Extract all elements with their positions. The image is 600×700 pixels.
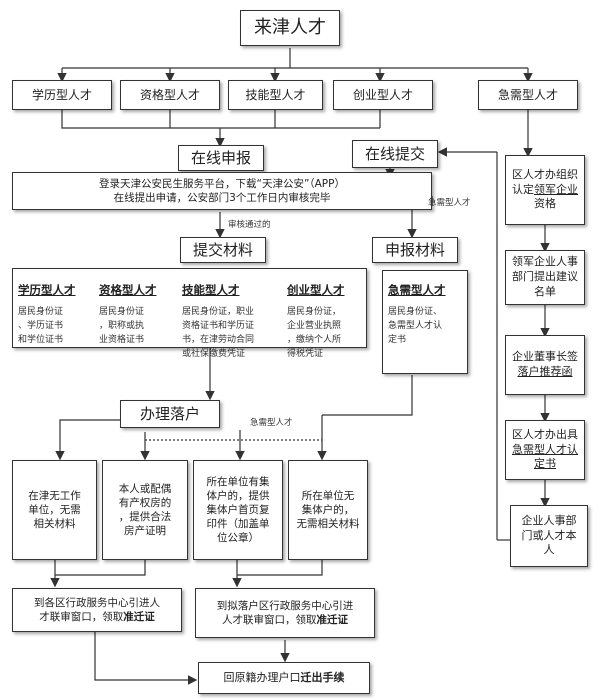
material-academic-body: 居民身份证 、学历证书 和学位证书	[18, 307, 64, 345]
type-entrepreneur-box: 创业型人才	[333, 80, 433, 110]
apply-desc-line1: 登录天津公安民生服务平台，下载“天津公安”（APP）	[99, 177, 345, 190]
material-entrepreneur-title: 创业型人才	[287, 283, 345, 297]
type-entrepreneur-label: 创业型人才	[352, 87, 413, 102]
report-materials-label: 申报材料	[384, 240, 445, 259]
report-materials-box: 申报材料	[372, 237, 458, 263]
material-academic: 学历型人才 居民身份证 、学历证书 和学位证书	[16, 280, 96, 350]
material-skill-body: 居民身份证，职业 资格证书和学历证 书，在津劳动合同 或社保缴费凭证	[182, 307, 255, 359]
submit-materials-box: 提交材料	[180, 237, 266, 263]
material-urgent-title: 急需型人才	[388, 283, 446, 297]
title-text: 来津人才	[254, 16, 326, 38]
type-academic-label: 学历型人才	[31, 87, 92, 102]
type-urgent-label: 急需型人才	[497, 87, 558, 102]
material-qualification: 资格型人才 居民身份证 ，职称或执 业资格证书	[97, 280, 177, 350]
type-academic-box: 学历型人才	[12, 80, 112, 110]
type-qualification-label: 资格型人才	[139, 87, 200, 102]
urgent-material-panel	[382, 270, 468, 374]
right-step-5: 企业人事部门或人才本人	[510, 505, 588, 567]
material-academic-title: 学历型人才	[18, 283, 76, 297]
online-submit-box: 在线提交	[352, 140, 438, 168]
urgent-branch-label-2: 急需型人才	[250, 418, 293, 428]
material-qualification-title: 资格型人才	[99, 283, 157, 297]
type-qualification-box: 资格型人才	[120, 80, 220, 110]
title-box: 来津人才	[240, 10, 340, 46]
material-entrepreneur: 创业型人才 居民身份证， 企业营业执照 ，缴纳个人所 得税凭证	[285, 280, 365, 364]
apply-desc-box: 登录天津公安民生服务平台，下载“天津公安”（APP） 在线提出申请，公安部门3个…	[12, 172, 432, 210]
online-apply-box: 在线申报	[178, 145, 264, 171]
right-step-4: 区人才办出具急需型人才认定书	[505, 420, 585, 480]
type-urgent-box: 急需型人才	[478, 80, 578, 110]
apply-desc-line2: 在线提出申请，公安部门3个工作日内审核完毕	[113, 192, 331, 204]
settle-center-box: 到拟落户区行政服务中心引进 人才联审窗口，领取准迁证	[195, 588, 375, 638]
material-skill-title: 技能型人才	[182, 283, 240, 297]
online-apply-label: 在线申报	[190, 148, 251, 167]
material-urgent: 急需型人才 居民身份证、 急需型人才认 定书	[386, 280, 466, 350]
settle-option-1: 在津无工作 单位，无需 相关材料	[12, 460, 97, 560]
submit-materials-label: 提交材料	[192, 240, 253, 259]
right-step-3: 企业董事长签落户推荐函	[505, 335, 585, 395]
settle-option-2: 本人或配偶 有产权房的 ，提供合法 房产证明	[102, 460, 188, 560]
settle-option-4: 所在单位无 集体户的， 无需相关材料	[288, 460, 368, 560]
material-entrepreneur-body: 居民身份证， 企业营业执照 ，缴纳个人所 得税凭证	[287, 307, 342, 359]
material-qualification-body: 居民身份证 ，职称或执 业资格证书	[99, 307, 145, 345]
type-skill-label: 技能型人才	[245, 87, 306, 102]
final-box: 回原籍办理户口迁出手续	[198, 662, 370, 694]
settle-box: 办理落户	[120, 400, 220, 428]
right-step-2: 领军企业人事部门提出建议名单	[505, 250, 585, 305]
urgent-branch-label-1: 急需型人才	[428, 198, 471, 208]
approved-label: 审核通过的	[228, 220, 271, 230]
district-center-box: 到各区行政服务中心引进人 才联审窗口，领取准迁证	[12, 588, 182, 632]
settle-option-3: 所在单位有集 体户的，提供 集体户首页复 印件（加盖单 位公章）	[193, 460, 283, 560]
type-skill-box: 技能型人才	[228, 80, 323, 110]
material-skill: 技能型人才 居民身份证，职业 资格证书和学历证 书，在津劳动合同 或社保缴费凭证	[180, 280, 278, 364]
settle-label: 办理落户	[139, 404, 200, 423]
right-step-1: 区人才办组织认定领军企业资格	[505, 155, 585, 225]
material-urgent-body: 居民身份证、 急需型人才认 定书	[388, 307, 443, 345]
materials-panel	[12, 268, 367, 348]
online-submit-label: 在线提交	[364, 144, 425, 163]
